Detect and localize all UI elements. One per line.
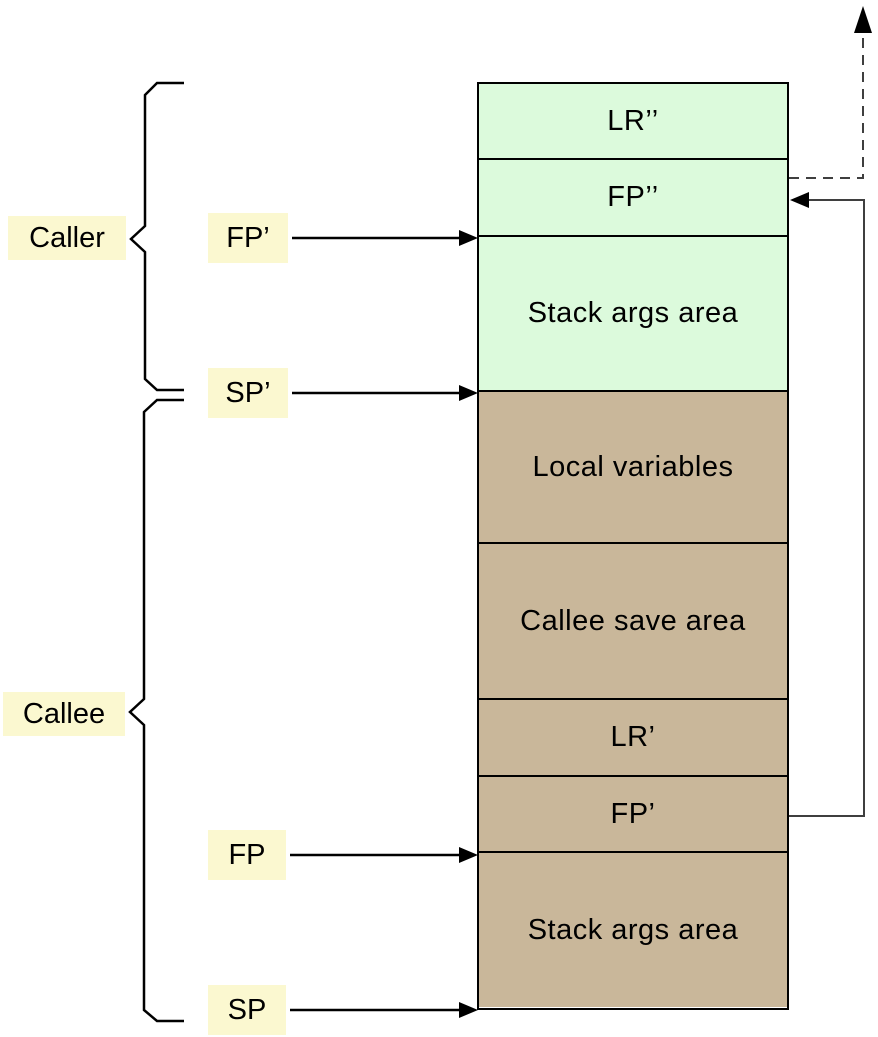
saved-fp-link-line (789, 199, 865, 817)
stack-row-fp-double-prime: FP’’ (479, 160, 787, 237)
stack-row-label: FP’ (610, 797, 656, 830)
stack-row-lr-prime: LR’ (479, 700, 787, 777)
sp-pointer-label: SP (208, 985, 286, 1035)
stack-row-label: LR’ (610, 721, 656, 753)
old-fp-dashed-arrowhead-icon (854, 6, 872, 33)
caller-frame-label: Caller (8, 216, 126, 260)
fp-prime-arrowhead-icon (459, 230, 478, 246)
callee-frame-label: Callee (3, 692, 125, 736)
callee-brace (128, 398, 184, 1023)
caller-brace (129, 81, 184, 392)
stack-column: LR’’ FP’’ Stack args area Local variable… (477, 82, 789, 1010)
stack-row-callee-save-area: Callee save area (479, 544, 787, 700)
fp-prime-pointer-label: FP’ (208, 213, 288, 263)
saved-fp-link-arrowhead-icon (790, 192, 809, 208)
stack-row-lr-double-prime: LR’’ (479, 84, 787, 160)
stack-row-label: Stack args area (527, 913, 739, 946)
stack-row-label: LR’’ (607, 104, 659, 137)
sp-prime-pointer-label: SP’ (208, 368, 288, 418)
stack-row-label: Stack args area (527, 297, 739, 329)
stack-row-label: FP’’ (607, 181, 659, 213)
stack-row-caller-stack-args: Stack args area (479, 237, 787, 392)
fp-arrowhead-icon (459, 847, 478, 863)
fp-pointer-label: FP (208, 830, 286, 880)
stack-row-fp-prime: FP’ (479, 777, 787, 853)
stack-row-callee-stack-args: Stack args area (479, 853, 787, 1007)
old-fp-dashed-line (789, 32, 864, 179)
sp-prime-arrowhead-icon (459, 385, 478, 401)
stack-row-label: Local variables (532, 450, 734, 483)
stack-row-local-variables: Local variables (479, 392, 787, 544)
stack-row-label: Callee save area (520, 604, 746, 637)
sp-arrowhead-icon (459, 1002, 478, 1018)
